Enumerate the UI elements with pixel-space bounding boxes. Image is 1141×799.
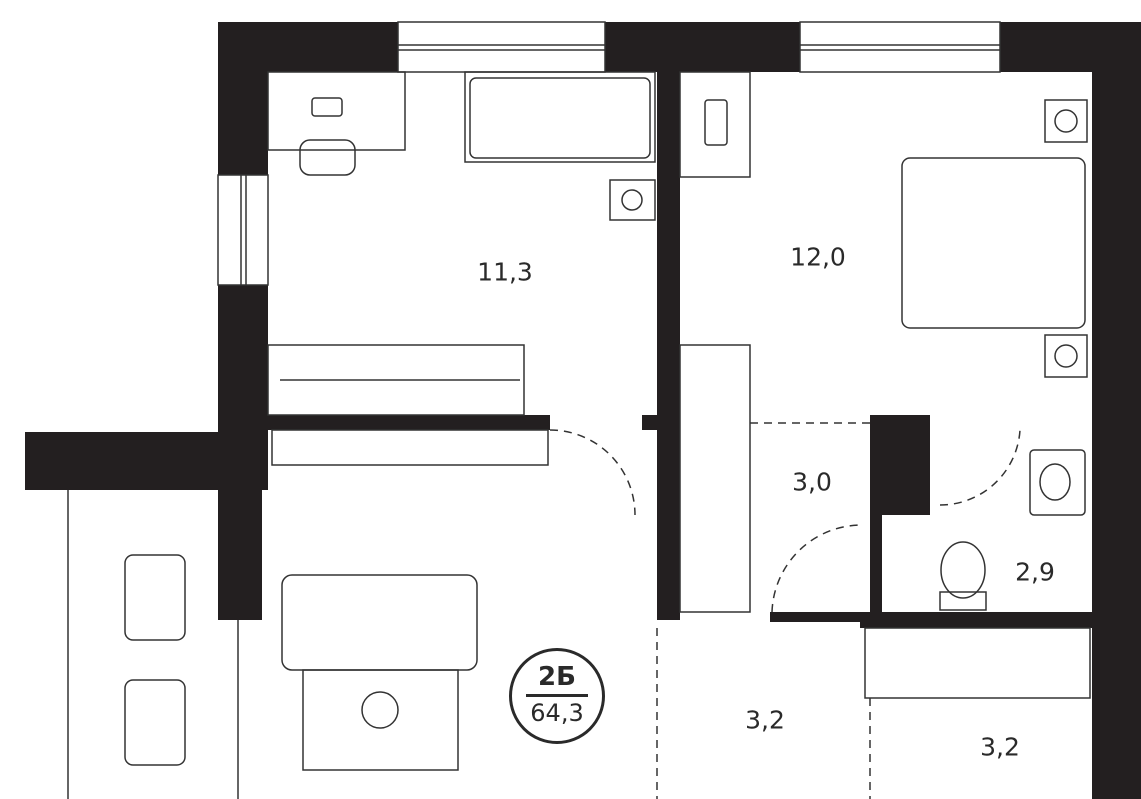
room-area-label: 3,0 <box>792 467 832 497</box>
badge-divider <box>526 694 588 697</box>
walls <box>25 22 1141 799</box>
room-area-label: 3,2 <box>980 732 1020 762</box>
room-area-label: 12,0 <box>790 242 846 272</box>
furniture <box>67 71 1091 799</box>
room-area-label: 11,3 <box>477 257 533 287</box>
room-area-label: 3,2 <box>745 705 785 735</box>
apartment-total-area: 64,3 <box>530 699 584 727</box>
windows <box>217 21 1001 286</box>
apartment-type: 2Б <box>538 662 576 692</box>
room-area-label: 2,9 <box>1015 557 1055 587</box>
apartment-badge: 2Б 64,3 <box>509 648 605 744</box>
